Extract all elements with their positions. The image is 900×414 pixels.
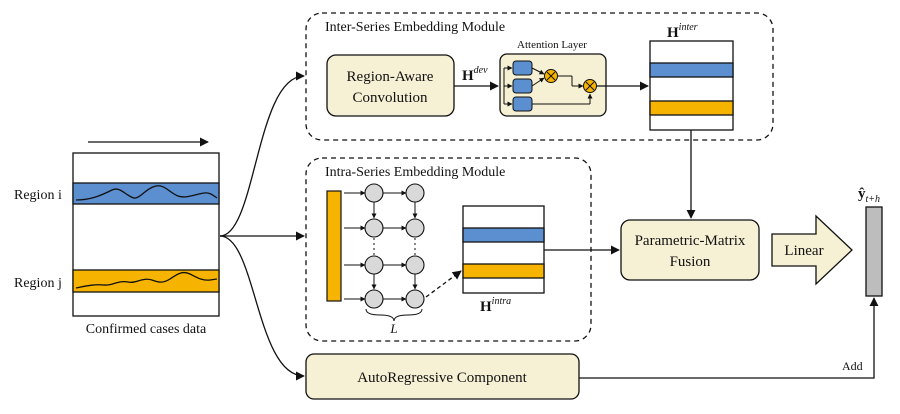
l-brace [365,308,423,322]
attention-internals [503,65,593,107]
region-i-label: Region i [14,188,62,203]
region-aware-convolution-box [326,54,455,117]
rnn-node [364,183,384,203]
inter-series-module: Inter-Series Embedding Module Region-Awa… [305,12,774,141]
h-intra-matrix [462,205,545,294]
multiply-icon [583,79,597,93]
h-inter-matrix [649,40,734,131]
arrow-rnn-to-hintra [425,270,462,298]
input-connectors [219,71,305,381]
h-intra-orange-row [462,263,545,279]
h-intra-blue-row [462,227,545,243]
inter-module-title: Inter-Series Embedding Module [325,20,505,35]
rac-line1: Region-Aware [347,69,434,85]
h-intra-label: Hintra [480,296,511,315]
input-data: Region i Region j Confirmed cases data [14,137,220,337]
inter-module-frame [305,12,774,141]
h-inter-label: Hinter [667,22,698,41]
input-caption: Confirmed cases data [86,322,207,337]
l-label: L [389,321,397,336]
arrow-to-autoregressive [219,235,305,381]
region-j-series [75,271,218,289]
region-j-band [72,269,220,293]
input-sequence-bar [326,190,342,302]
query-cell [512,60,533,76]
rnn-node [405,218,425,238]
rnn-node [364,218,384,238]
h-inter-blue-row [649,62,734,78]
rac-line2: Convolution [352,90,428,106]
rnn-node-grid [364,183,425,309]
attention-layer-title: Attention Layer [517,39,587,51]
h-dev-label: Hdev [462,65,488,84]
fusion-line1: Parametric-Matrix [635,233,746,249]
fusion-and-output: Parametric-Matrix Fusion Linear ŷt+h [544,130,883,297]
rnn-node [405,255,425,275]
region-j-label: Region j [14,276,62,291]
linear-arrow-block [771,214,853,286]
autoregressive-box [305,353,580,400]
linear-label: Linear [784,243,823,259]
output-bar [865,206,883,297]
region-i-band [72,182,220,205]
rnn-node [364,255,384,275]
add-label: Add [842,359,863,373]
output-label: ŷt+h [858,186,880,205]
key-cell [512,78,533,94]
autoregressive-label: AutoRegressive Component [357,370,527,386]
fusion-line2: Fusion [670,254,711,270]
rnn-node [405,183,425,203]
multiply-icon [544,69,558,83]
h-inter-orange-row [649,100,734,116]
region-i-series [75,185,218,201]
autoregressive-branch: AutoRegressive Component Add [305,297,879,400]
arrow-to-inter [219,71,305,237]
arrow-autoregressive-to-output [579,297,879,379]
rnn-node [364,289,384,309]
intra-series-module: Intra-Series Embedding Module [305,157,592,342]
rnn-edges [344,190,418,302]
value-cell [512,96,533,112]
parametric-matrix-fusion-box [620,219,760,281]
intra-module-title: Intra-Series Embedding Module [325,165,505,180]
rnn-node [405,289,425,309]
